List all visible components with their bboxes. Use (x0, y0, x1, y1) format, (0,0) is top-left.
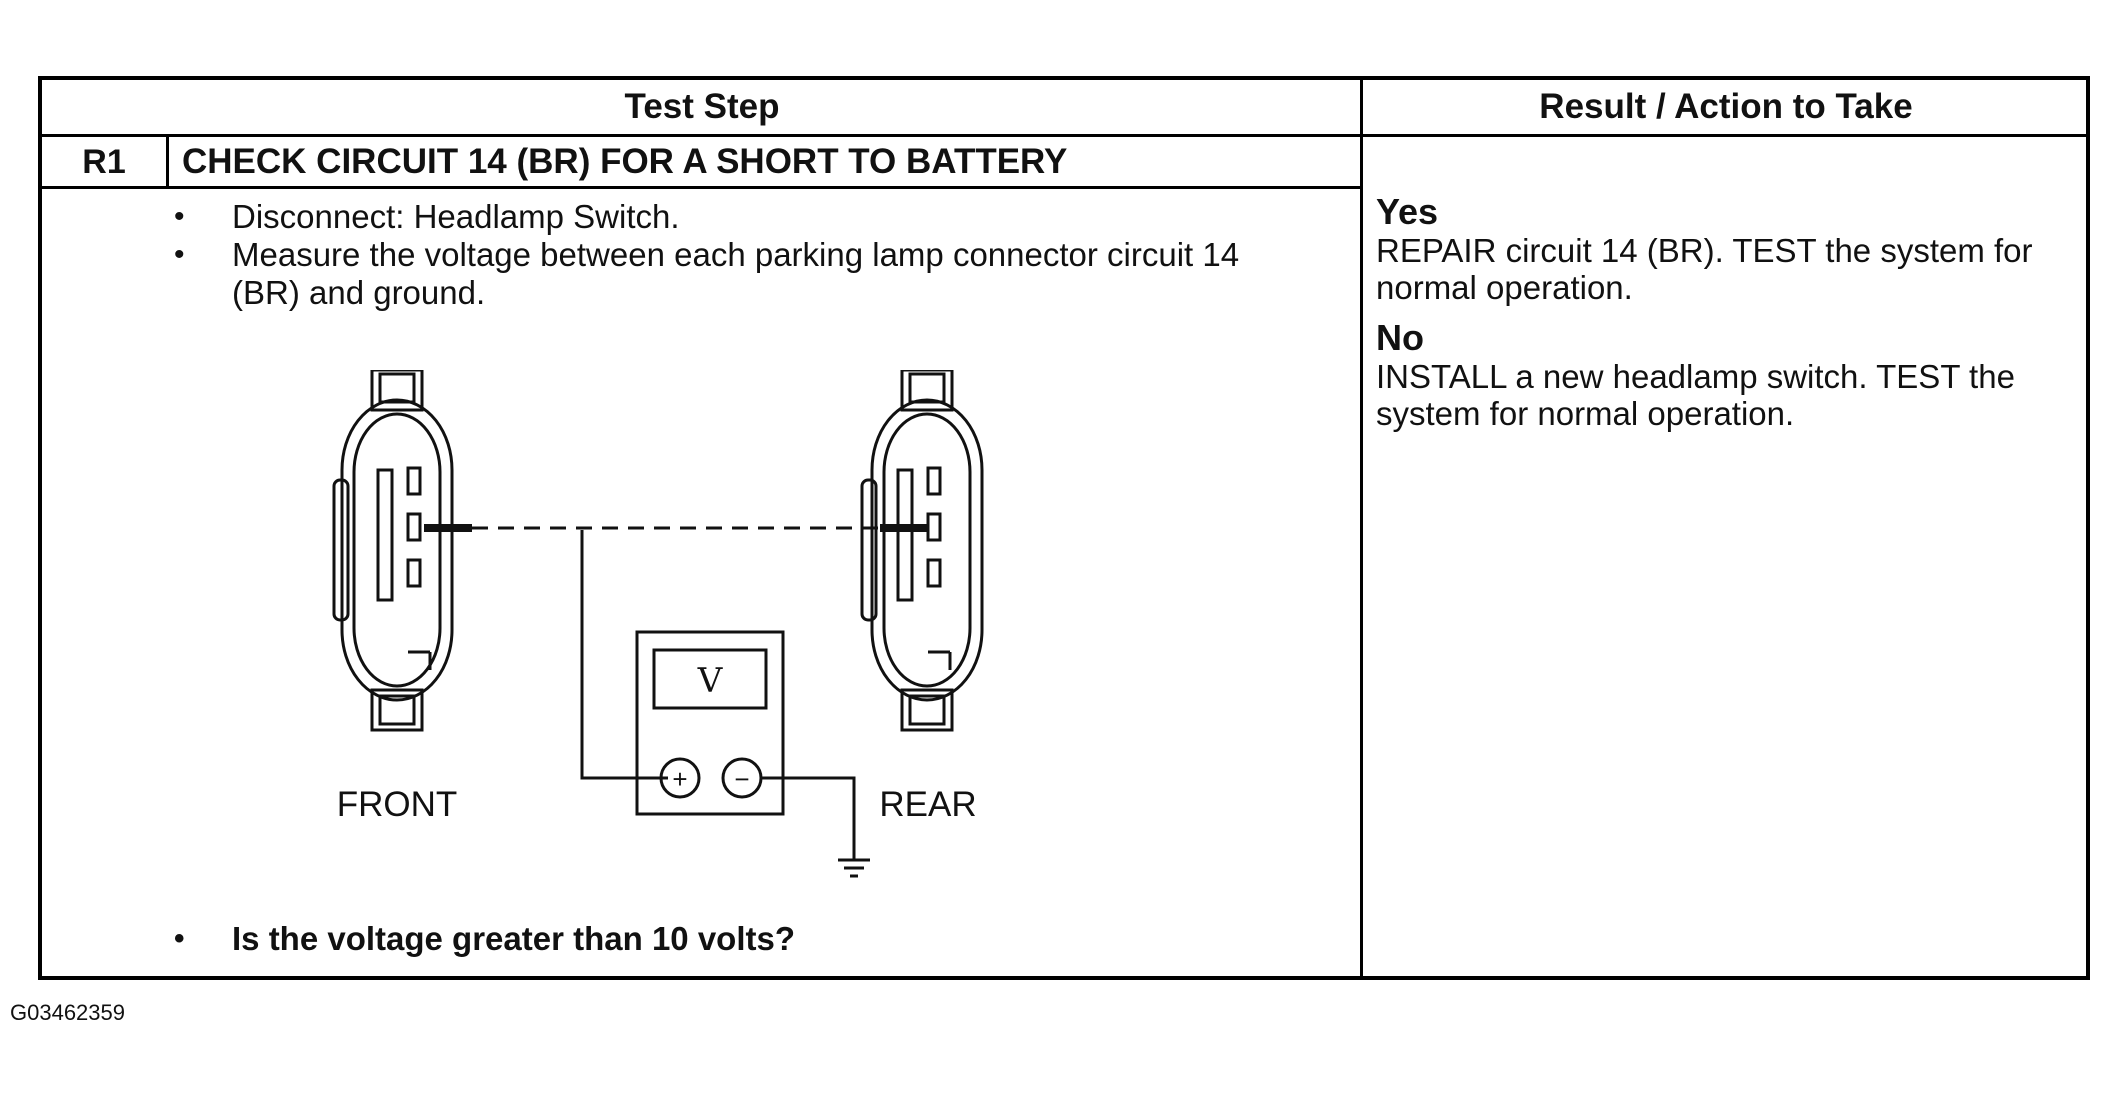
instruction-item: Disconnect: Headlamp Switch. (172, 198, 1322, 236)
voltage-test-diagram: V + − FRONT REAR (332, 370, 984, 878)
voltmeter (635, 630, 785, 816)
instruction-item: Measure the voltage between each parking… (172, 236, 1252, 312)
plus-terminal: + (672, 764, 687, 794)
meter-positive-lead (580, 530, 668, 780)
result-no-label: No (1376, 317, 1424, 358)
step-title-divider (42, 186, 1362, 189)
minus-terminal: − (734, 764, 749, 794)
test-question: Is the voltage greater than 10 volts? (172, 920, 795, 958)
test-step-table: Test Step Result / Action to Take R1 CHE… (38, 76, 2090, 980)
step-id-divider (166, 134, 169, 188)
figure-id: G03462359 (10, 1000, 125, 1025)
instruction-list: Disconnect: Headlamp Switch. Measure the… (172, 198, 1322, 312)
rear-label: REAR (879, 785, 976, 824)
ground-icon (838, 858, 870, 878)
step-title: CHECK CIRCUIT 14 (BR) FOR A SHORT TO BAT… (182, 142, 1068, 181)
header-divider (42, 134, 2090, 137)
meter-ground-lead (761, 776, 856, 860)
meter-symbol: V (697, 661, 724, 701)
result-column: Yes REPAIR circuit 14 (BR). TEST the sys… (1376, 192, 2116, 444)
column-divider (1360, 80, 1363, 980)
step-id: R1 (82, 143, 126, 181)
result-no-action: INSTALL a new headlamp switch. TEST the … (1376, 358, 2015, 432)
front-connector (332, 370, 454, 732)
front-label: FRONT (337, 785, 458, 824)
header-result: Result / Action to Take (1539, 87, 1913, 126)
rear-connector (860, 370, 984, 732)
result-yes-action: REPAIR circuit 14 (BR). TEST the system … (1376, 232, 2033, 306)
header-test-step: Test Step (624, 87, 780, 126)
result-yes-label: Yes (1376, 191, 1439, 232)
